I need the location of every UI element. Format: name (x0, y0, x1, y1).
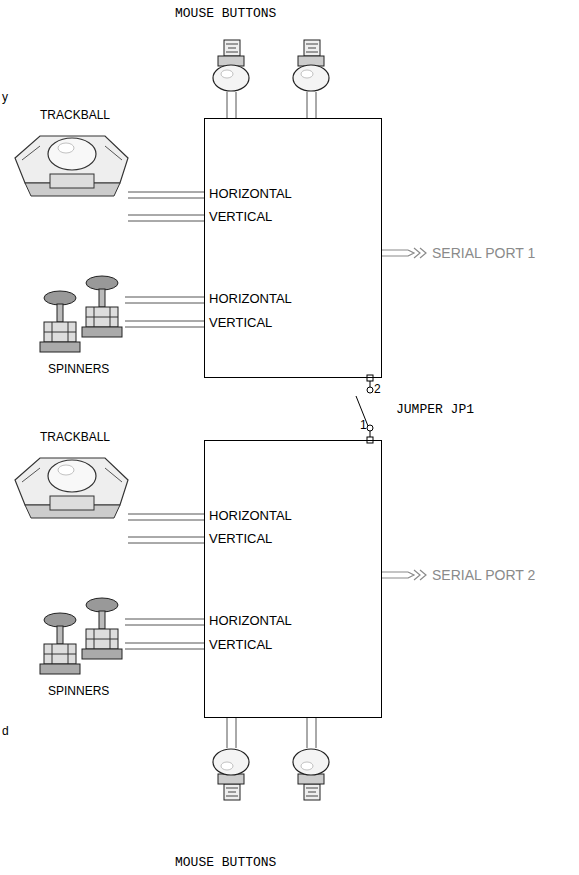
part-name: SPINNERS (48, 684, 109, 698)
axis-label: VERTICAL (208, 315, 273, 330)
text-fragment: d (2, 724, 9, 738)
text-fragment: y (2, 90, 8, 104)
axis-label: HORIZONTAL (208, 186, 293, 201)
interface-box: HORIZONTAL VERTICAL HORIZONTAL VERTICAL (204, 118, 382, 378)
interface-box: HORIZONTAL VERTICAL HORIZONTAL VERTICAL (204, 440, 382, 718)
part-name: SPINNERS (48, 362, 109, 376)
port-label: SERIAL PORT 1 (432, 245, 535, 261)
axis-label: VERTICAL (208, 637, 273, 652)
pin-number: 1 (360, 418, 367, 432)
part-name: TRACKBALL (40, 430, 110, 444)
axis-label: HORIZONTAL (208, 508, 293, 523)
pin-number: 2 (374, 382, 381, 396)
section-title: MOUSE BUTTONS (175, 6, 276, 21)
axis-label: VERTICAL (208, 531, 273, 546)
section-title: MOUSE BUTTONS (175, 855, 276, 870)
axis-label: VERTICAL (208, 209, 273, 224)
part-name: TRACKBALL (40, 108, 110, 122)
jumper-switch (356, 375, 373, 443)
jumper-label: JUMPER JP1 (396, 402, 474, 417)
axis-label: HORIZONTAL (208, 613, 293, 628)
axis-label: HORIZONTAL (208, 291, 293, 306)
port-label: SERIAL PORT 2 (432, 567, 535, 583)
